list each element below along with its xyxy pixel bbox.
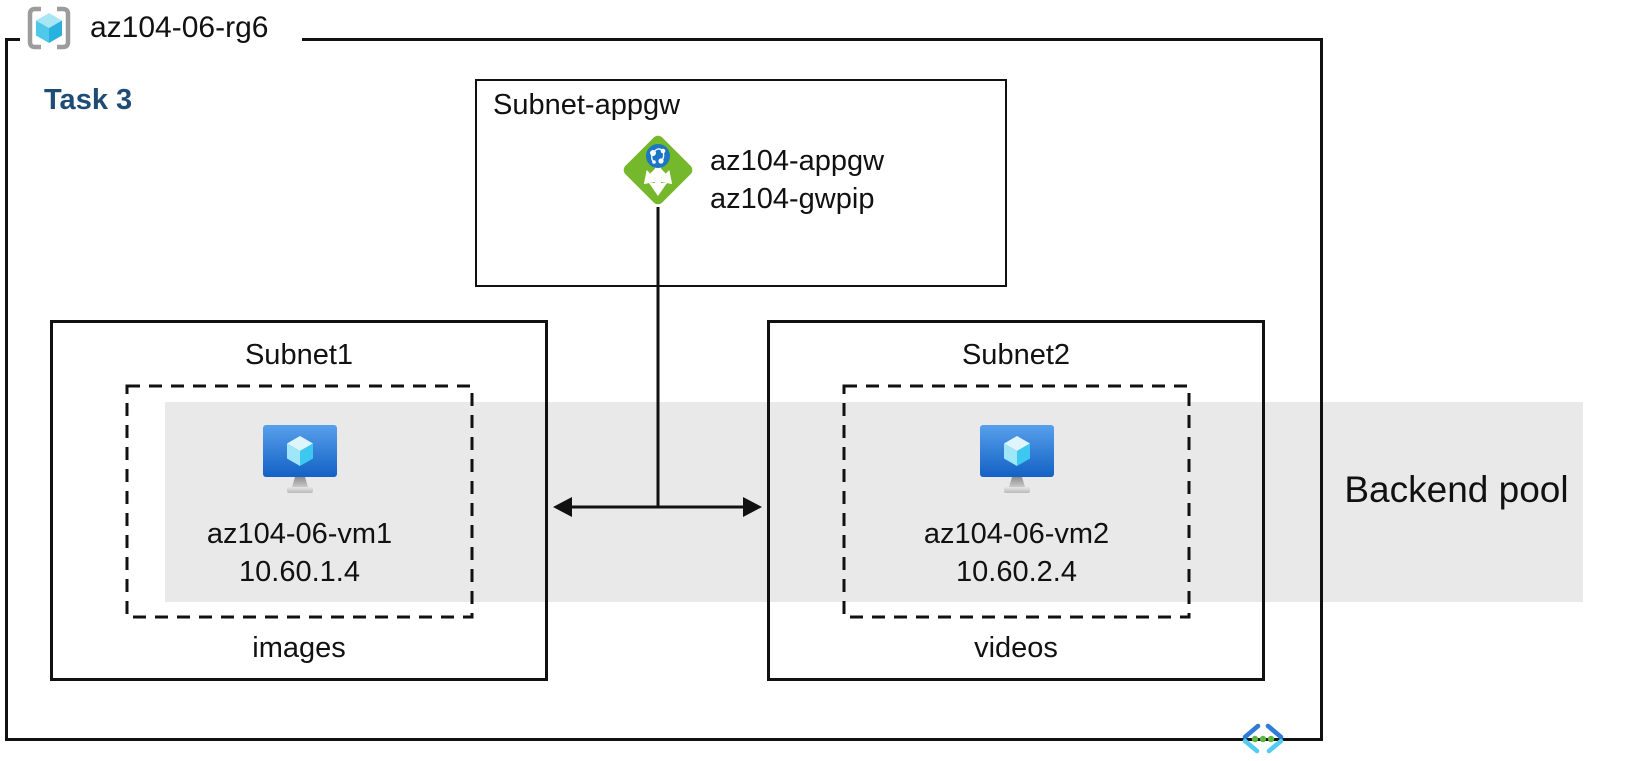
gateway-public-ip-name: az104-gwpip	[710, 183, 875, 215]
vm2-caption: az104-06-vm2 10.60.2.4	[844, 515, 1189, 591]
vm1-ip: 10.60.1.4	[239, 556, 360, 588]
application-gateway-name: az104-appgw	[710, 145, 885, 177]
resource-group-box	[5, 38, 1323, 741]
vm1-name: az104-06-vm1	[206, 518, 393, 550]
virtual-network-icon	[1242, 723, 1284, 754]
subnet2-label: Subnet2	[961, 339, 1071, 371]
vm1-caption: az104-06-vm1 10.60.1.4	[127, 515, 472, 591]
subnet1-content-label: images	[252, 632, 346, 664]
resource-group-icon	[27, 6, 71, 50]
resource-group-border-segment	[302, 38, 1323, 41]
application-gateway-icon	[623, 135, 693, 205]
subnet-appgw-box	[475, 79, 1007, 287]
resource-group-title: az104-06-rg6	[90, 11, 269, 44]
vm2-ip: 10.60.2.4	[956, 556, 1077, 588]
subnet2-box	[767, 320, 1265, 681]
subnet1-label: Subnet1	[244, 339, 354, 371]
vm2-name: az104-06-vm2	[923, 518, 1110, 550]
resource-group-border-segment	[5, 38, 20, 41]
backend-pool-label: Backend pool	[1344, 469, 1569, 510]
virtual-machine-icon	[980, 425, 1054, 493]
application-gateway-names: az104-appgw az104-gwpip	[710, 142, 884, 218]
task-heading: Task 3	[44, 84, 133, 116]
subnet2-content-label: videos	[974, 632, 1058, 664]
subnet-appgw-label: Subnet-appgw	[493, 89, 681, 121]
subnet1-box	[50, 320, 548, 681]
virtual-machine-icon	[263, 425, 337, 493]
